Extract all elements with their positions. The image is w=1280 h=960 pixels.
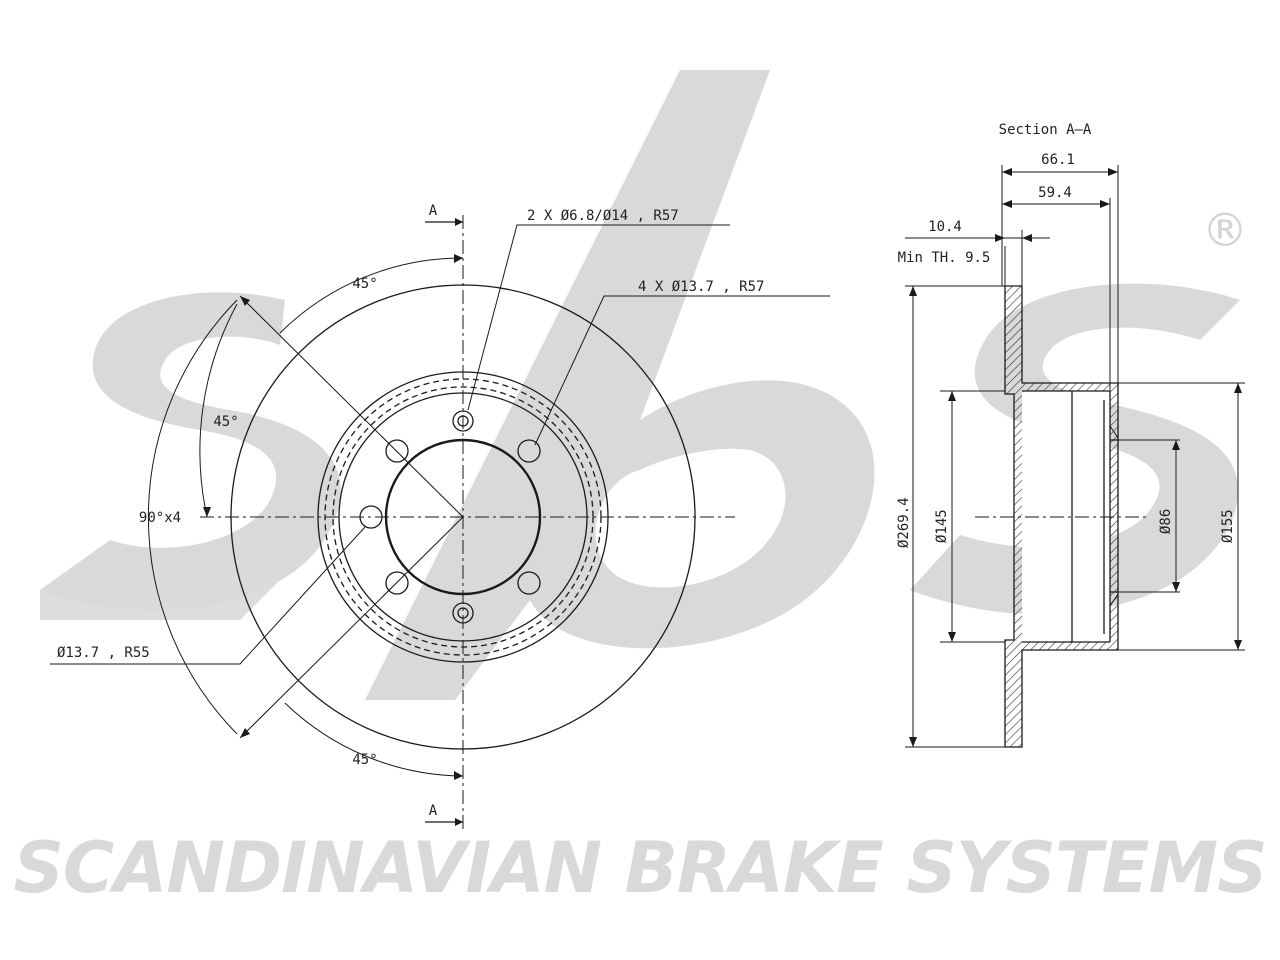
section-marker-bottom: A — [429, 803, 438, 819]
section-marker-top: A — [429, 203, 438, 219]
angle-label-pattern: 90°x4 — [139, 510, 181, 526]
leader-inner-hole — [50, 526, 366, 665]
leader-bolt-holes — [534, 295, 830, 446]
bolt-hole — [385, 571, 409, 595]
registered-mark: ® — [1202, 203, 1248, 257]
angle-arc-bottom — [284, 702, 464, 777]
section-arrowheads — [909, 168, 1242, 747]
front-view — [50, 215, 830, 830]
callout-small-holes: 2 X Ø6.8/Ø14 , R57 — [527, 208, 679, 224]
brand-line-watermark: SCANDINAVIAN BRAKE SYSTEMS — [13, 827, 1266, 909]
angle-arc-top — [279, 257, 464, 334]
dia-center: Ø86 — [1158, 509, 1174, 534]
angle-arc-pattern — [147, 299, 238, 735]
angle-label-bottom: 45° — [352, 752, 377, 768]
dim-min-thickness: Min TH. 9.5 — [898, 250, 991, 266]
sbs-watermark-logo — [40, 70, 1240, 700]
angle-arc-left — [199, 303, 238, 518]
radial-line-upper — [239, 295, 464, 518]
angle-label-top: 45° — [352, 276, 377, 292]
bolt-hole — [517, 439, 541, 463]
dia-hat: Ø145 — [934, 509, 950, 543]
leader-small-holes — [467, 224, 730, 411]
dia-outer: Ø269.4 — [896, 497, 912, 548]
bolt-hole — [517, 571, 541, 595]
bolt-hole — [385, 439, 409, 463]
section-view — [905, 165, 1245, 748]
callout-bolt-holes: 4 X Ø13.7 , R57 — [638, 279, 764, 295]
callout-inner-hole: Ø13.7 , R55 — [57, 645, 150, 661]
dim-hat-depth: 59.4 — [1038, 185, 1072, 201]
dia-hat-outer: Ø155 — [1220, 509, 1236, 543]
dim-thickness: 10.4 — [928, 219, 962, 235]
section-title: Section A–A — [999, 122, 1092, 138]
dim-overall-height: 66.1 — [1041, 152, 1075, 168]
front-arrowheads — [203, 218, 463, 826]
angle-label-left: 45° — [213, 414, 238, 430]
radial-line-lower — [239, 516, 464, 739]
